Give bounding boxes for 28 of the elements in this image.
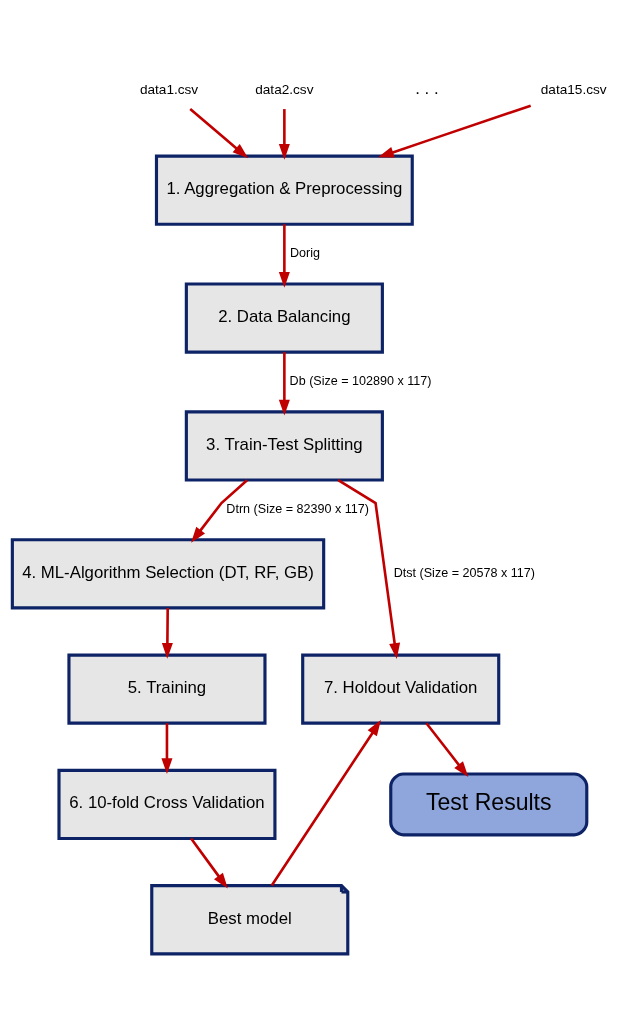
arrow [161,607,173,659]
node-box: 4. ML-Algorithm Selection (DT, RF, GB) [10,538,326,610]
arrow [425,722,469,778]
arrow [189,108,249,159]
arrow [278,352,290,416]
node-box: 1. Aggregation & Preprocessing [154,154,414,226]
node-box: 2. Data Balancing [184,282,384,354]
edge-label: Dorig [289,246,320,261]
arrow [378,104,532,158]
arrow [161,723,173,775]
arrow [191,479,248,543]
arrow [278,224,290,288]
arrow [270,720,381,887]
edge-label: Db (Size = 102890 x 117) [289,374,432,389]
node-text: data2.csv [255,81,314,97]
label: . . . [415,79,439,99]
node-text: data15.csv [540,81,607,97]
arrow [337,479,401,659]
edge-label: Dtst (Size = 20578 x 117) [393,566,535,581]
node-box: 5. Training [67,653,267,725]
arrow [190,837,228,889]
node-text: data1.csv [139,81,199,97]
node-box: 6. 10-fold Cross Validation [57,768,277,841]
node-box: 7. Holdout Validation [301,653,501,725]
node-box: Test Results [389,772,589,837]
node-box: 3. Train-Test Splitting [184,410,384,482]
edge-label: Dtrn (Size = 82390 x 117) [226,502,369,517]
arrow [278,109,290,160]
